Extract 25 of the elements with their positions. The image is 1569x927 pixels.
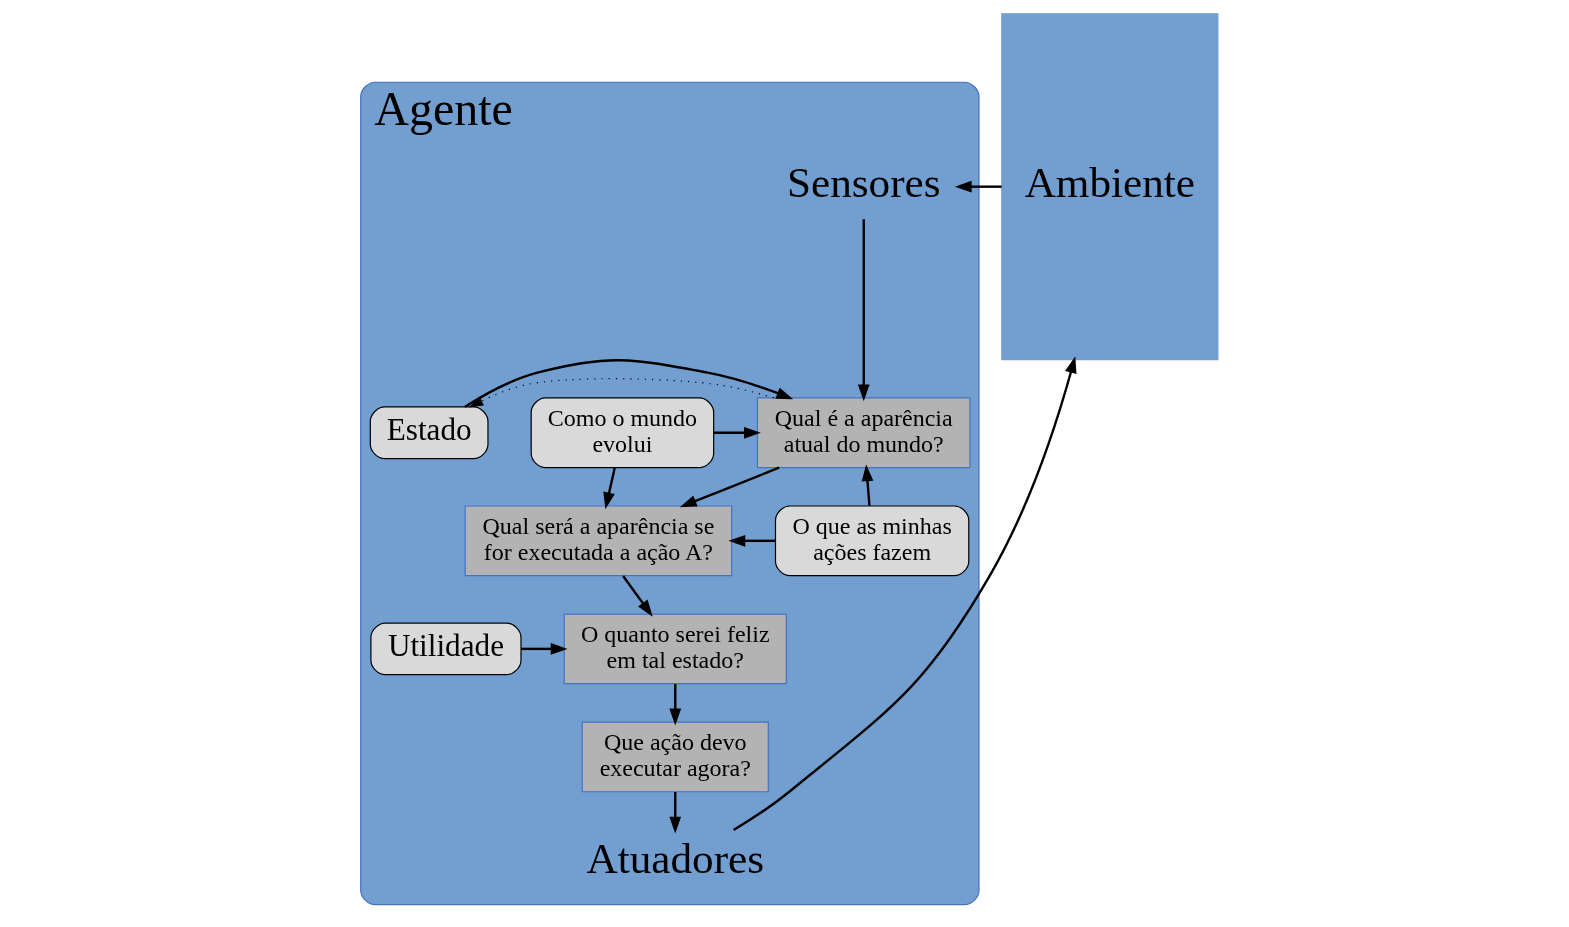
node-text: Sensores (786, 157, 941, 206)
arrow (468, 377, 775, 408)
arrow (728, 534, 776, 547)
arrow (521, 642, 568, 655)
node-box: O que as minhas ações fazem (774, 504, 970, 576)
arrow (733, 355, 1077, 831)
node-text: Atuadores (586, 833, 765, 882)
node-box: O quanto serei feliz em tal estado? (563, 612, 787, 684)
arrow (603, 467, 616, 509)
arrow (622, 574, 653, 617)
node-box: Ambiente (1001, 12, 1219, 360)
arrow (464, 358, 794, 408)
node-box: Que ação devo executar agora? (581, 721, 769, 792)
arrow (713, 426, 761, 439)
node-box: Estado (369, 405, 489, 459)
arrow (954, 180, 1002, 193)
arrow (679, 466, 780, 507)
node-box: Qual será a aparência se for executada a ação A? (464, 504, 733, 576)
arrow (857, 218, 870, 401)
node-box: Qual é a aparência atual do mundo? (756, 396, 971, 468)
arrow (861, 463, 874, 506)
arrow (669, 791, 682, 834)
node-box: Utilidade (370, 621, 522, 675)
arrow (669, 683, 682, 725)
node-box: Como o mundo evolui (530, 396, 715, 468)
